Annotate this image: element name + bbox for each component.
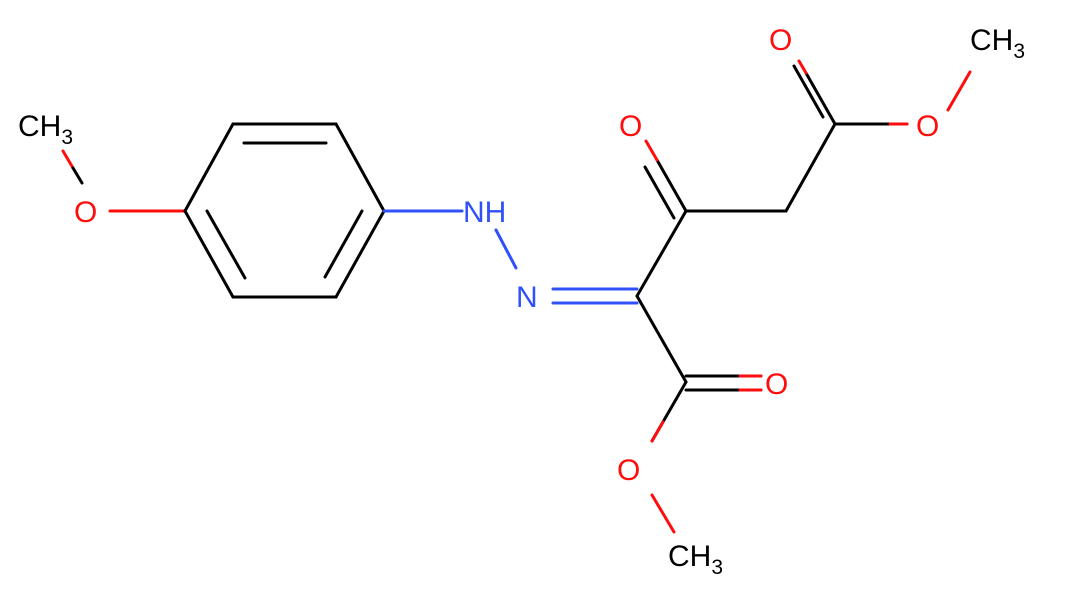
bond-ester-top-double-1 xyxy=(804,71,837,126)
bond-c-ester-bottom xyxy=(635,294,688,384)
ring-bond-4 xyxy=(334,209,386,299)
ring-bond-6-inner xyxy=(205,209,247,280)
bond-ketone-double-1 xyxy=(655,158,688,213)
bond-ch3-o-left xyxy=(61,149,75,170)
bond-ester-top-double-2 xyxy=(792,64,825,119)
ring-bond-1 xyxy=(183,122,235,213)
bond-ester-top-o-ch3 xyxy=(946,70,972,112)
ring-bond-4-inner xyxy=(323,209,364,279)
atom-ester-top-ether-oxygen: O xyxy=(916,110,939,143)
atom-ester-top-carbonyl-oxygen: O xyxy=(769,24,792,57)
bond-ester-bottom-o-ch3 xyxy=(650,493,676,534)
ring-bond-3 xyxy=(334,122,386,213)
bond-c-ketone-c xyxy=(635,209,688,298)
atom-labels: CH3 O NH N O O O CH3 O O CH3 xyxy=(18,24,1025,579)
atom-ester-bottom-ether-oxygen: O xyxy=(617,454,640,487)
bond-highlight-ester-bottom-o xyxy=(650,420,665,443)
ring-bond-6 xyxy=(183,209,235,299)
bond-ch2-ester-c xyxy=(784,122,837,213)
bond-ketone-double-2 xyxy=(643,165,676,220)
bond-nh-n xyxy=(494,228,518,270)
atom-methoxy-left-oxygen: O xyxy=(74,196,97,229)
bond-highlight-left-ch3 xyxy=(71,166,84,185)
bond-highlights xyxy=(71,59,909,443)
atom-ester-top-methyl: CH3 xyxy=(970,24,1025,63)
atom-ester-bottom-methyl: CH3 xyxy=(668,540,723,579)
atom-ester-bottom-carbonyl-oxygen: O xyxy=(765,368,788,401)
atom-methoxy-left-carbon: CH3 xyxy=(18,110,73,149)
atom-hydrazone-nh: NH xyxy=(463,196,506,229)
bond-highlight-ester-top-co xyxy=(797,59,808,75)
atom-hydrazone-n: N xyxy=(516,281,538,314)
bond-highlight-ketone xyxy=(644,139,659,162)
atom-ketone-oxygen: O xyxy=(619,110,642,143)
